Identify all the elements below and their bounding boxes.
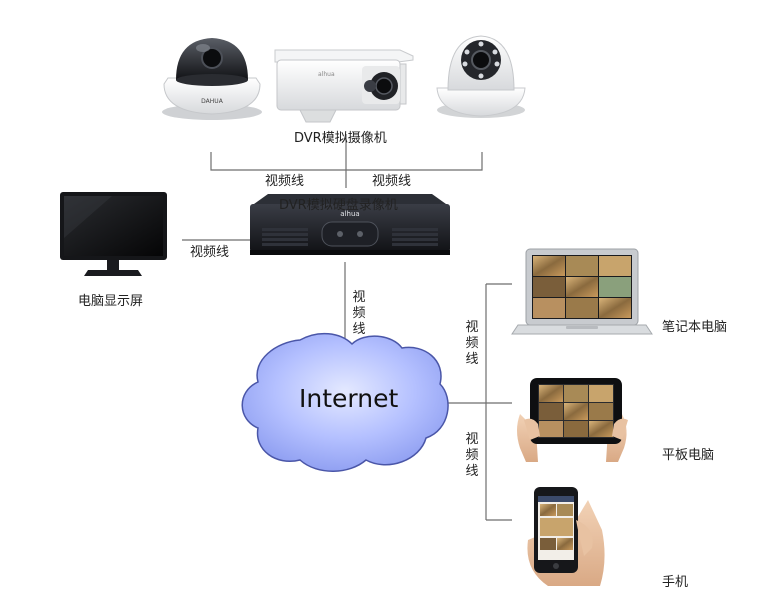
cable-label-top-left: 视频线 <box>265 174 305 189</box>
internet-cloud-icon <box>241 332 449 472</box>
internet-label: Internet <box>299 384 399 413</box>
bullet-camera-icon: alhua <box>274 49 414 123</box>
tablet-label: 平板电脑 <box>662 448 715 463</box>
svg-text:DAHUA: DAHUA <box>201 98 224 105</box>
turret-camera-icon <box>436 35 526 118</box>
cable-label-top-right: 视频线 <box>372 174 412 189</box>
phone-icon <box>527 487 605 586</box>
laptop-video-feeds <box>533 256 631 318</box>
cable-label-monitor: 视频线 <box>190 245 230 260</box>
dvr-label: DVR模拟硬盘录像机 <box>279 198 398 213</box>
cable-label-devices-upper: 视频线 <box>465 320 479 367</box>
pc-monitor-icon <box>60 192 167 276</box>
tablet-icon <box>517 378 628 462</box>
dome-camera-icon: DAHUA <box>162 38 262 120</box>
phone-label: 手机 <box>662 575 689 590</box>
cable-label-devices-lower: 视频线 <box>465 432 479 479</box>
laptop-icon <box>511 248 653 335</box>
cable-label-dvr-internet: 视频线 <box>352 290 366 337</box>
dvr-recorder-icon: alhua <box>250 194 450 255</box>
connection-lines <box>182 134 512 521</box>
tablet-video-feeds <box>539 385 613 437</box>
cameras-label: DVR模拟摄像机 <box>294 131 387 146</box>
svg-text:alhua: alhua <box>318 71 335 78</box>
svg-text:alhua: alhua <box>340 210 359 218</box>
laptop-label: 笔记本电脑 <box>662 320 728 335</box>
monitor-label: 电脑显示屏 <box>78 294 144 309</box>
